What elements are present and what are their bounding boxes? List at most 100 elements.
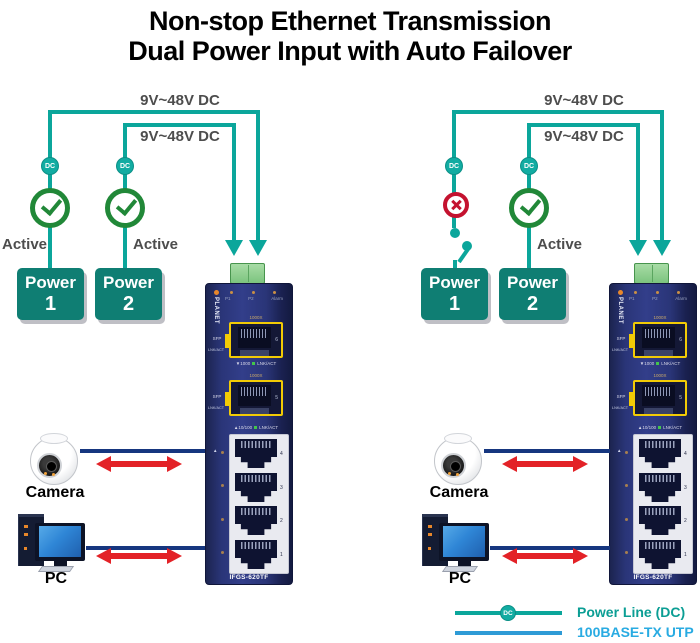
- power2-voltage-label: 9V~48V DC: [544, 128, 624, 145]
- power1-line-drop: [660, 110, 664, 242]
- power1-arrowhead-icon: [653, 240, 671, 256]
- camera-icon: [28, 433, 82, 487]
- power1-line-horizontal: [48, 110, 260, 114]
- power1-status-ok-icon: [30, 188, 70, 228]
- page-title: Non-stop Ethernet Transmission Dual Powe…: [0, 6, 700, 66]
- green-led-icon: [656, 362, 660, 365]
- led-label-p2: P2: [652, 296, 658, 301]
- traffic-arrow-camera-icon: [96, 456, 182, 472]
- title-line1: Non-stop Ethernet Transmission: [148, 6, 552, 36]
- power2-line-drop: [636, 123, 640, 240]
- status-led-dots: [634, 291, 680, 294]
- power1-box-number: 1: [448, 293, 461, 315]
- power2-box: Power 2: [499, 268, 566, 320]
- rj45-port-number: 1: [684, 552, 687, 558]
- power1-lever-stub: [453, 260, 457, 268]
- power1-voltage-label: 9V~48V DC: [544, 92, 624, 109]
- led-label-alarm: Alarm: [271, 296, 283, 301]
- ethernet-switch: PLANET P1 P2 Alarm 1000X 6 SFP LNK/ACT ▼…: [609, 283, 697, 585]
- camera-label: Camera: [429, 484, 489, 501]
- sfp-port-6: 6: [633, 322, 687, 358]
- dc-terminal-block: [634, 263, 669, 284]
- rj45-port-number: 3: [280, 485, 283, 491]
- planet-logo: PLANET: [211, 290, 223, 336]
- sfp2-label: SFP: [616, 394, 626, 399]
- planet-brand-text: PLANET: [617, 297, 623, 324]
- power2-arrowhead-icon: [225, 240, 243, 256]
- camera-lens: [46, 461, 57, 472]
- power2-voltage-label: 9V~48V DC: [140, 128, 220, 145]
- power1-status-failed-icon: [443, 192, 469, 218]
- port-marker: ▲: [213, 448, 218, 453]
- status-led-labels: P1 P2 Alarm: [225, 296, 283, 301]
- utp-line-pc: [490, 546, 610, 550]
- rj45-port-number: 3: [684, 485, 687, 491]
- power2-active-label: Active: [133, 236, 179, 253]
- rj45-port-2: [639, 506, 681, 535]
- power2-dc-badge: DC: [116, 157, 134, 175]
- rj45-panel: 4 3 2 1: [229, 434, 289, 574]
- planet-logo: PLANET: [615, 290, 627, 336]
- rj45-port-number: 4: [684, 451, 687, 457]
- traffic-arrow-pc-icon: [502, 548, 588, 564]
- sfp1-port-number: 6: [679, 337, 682, 343]
- check-icon: [115, 193, 138, 217]
- planet-logo-icon: [214, 290, 219, 295]
- sfp1-speed-label: 1000X: [249, 315, 263, 320]
- utp-line-camera: [80, 449, 205, 453]
- power2-line-horizontal: [123, 123, 236, 127]
- utp-status-line: ▲10/100 LNK/ACT: [637, 425, 683, 430]
- rj45-port-1: [639, 540, 681, 569]
- sfp2-tab: [629, 392, 633, 406]
- dc-terminal-block: [230, 263, 265, 284]
- sfp1-status-line: ▼1000 LNK/ACT: [639, 361, 681, 366]
- utp-line-pc: [86, 546, 205, 550]
- power1-line-drop: [256, 110, 260, 242]
- scenario-both-power-active: 9V~48V DC 9V~48V DC DC DC Active Active …: [0, 0, 300, 643]
- port-led: [625, 551, 628, 554]
- camera-icon: [432, 433, 486, 487]
- sfp2-tab: [225, 392, 229, 406]
- power1-dc-badge: DC: [445, 157, 463, 175]
- power1-dc-badge: DC: [41, 157, 59, 175]
- sfp1-status-line: ▼1000 LNK/ACT: [235, 361, 277, 366]
- port-led: [625, 484, 628, 487]
- sfp2-speed-label: 1000X: [249, 373, 263, 378]
- utp-line-camera: [484, 449, 610, 453]
- power1-box-number: 1: [44, 293, 57, 315]
- sfp2-port-number: 5: [679, 395, 682, 401]
- pc-icon: [422, 512, 494, 574]
- sfp-module: [642, 385, 675, 414]
- rj45-port-4: [235, 439, 277, 468]
- power2-box-number: 2: [526, 293, 539, 315]
- rj45-port-2: [235, 506, 277, 535]
- power2-active-label: Active: [537, 236, 583, 253]
- utp-status-line: ▲10/100 LNK/ACT: [233, 425, 279, 430]
- power1-open-switch-lever: [457, 247, 470, 264]
- power2-box-number: 2: [122, 293, 135, 315]
- sfp-port-5: 5: [633, 380, 687, 416]
- planet-brand-text: PLANET: [213, 297, 219, 324]
- power2-box: Power 2: [95, 268, 162, 320]
- port-led: [625, 518, 628, 521]
- sfp1-port-number: 6: [275, 337, 278, 343]
- rj45-port-3: [235, 473, 277, 502]
- sfp-module: [238, 385, 271, 414]
- port-led: [221, 451, 224, 454]
- switch-model-label: IFGS-620TF: [229, 574, 269, 581]
- power2-box-word: Power: [506, 273, 559, 292]
- status-led-dots: [230, 291, 276, 294]
- rj45-port-1: [235, 540, 277, 569]
- power1-break-dot-top: [450, 228, 460, 238]
- sfp2-lnkact-label: LNK/ACT: [612, 406, 629, 410]
- led-label-p1: P1: [629, 296, 635, 301]
- power2-dc-badge: DC: [520, 157, 538, 175]
- traffic-arrow-camera-icon: [502, 456, 588, 472]
- rj45-port-number: 4: [280, 451, 283, 457]
- rj45-port-number: 2: [684, 518, 687, 524]
- check-icon: [40, 193, 63, 217]
- green-led-icon: [252, 362, 256, 365]
- rj45-port-3: [639, 473, 681, 502]
- sfp-port-5: 5: [229, 380, 283, 416]
